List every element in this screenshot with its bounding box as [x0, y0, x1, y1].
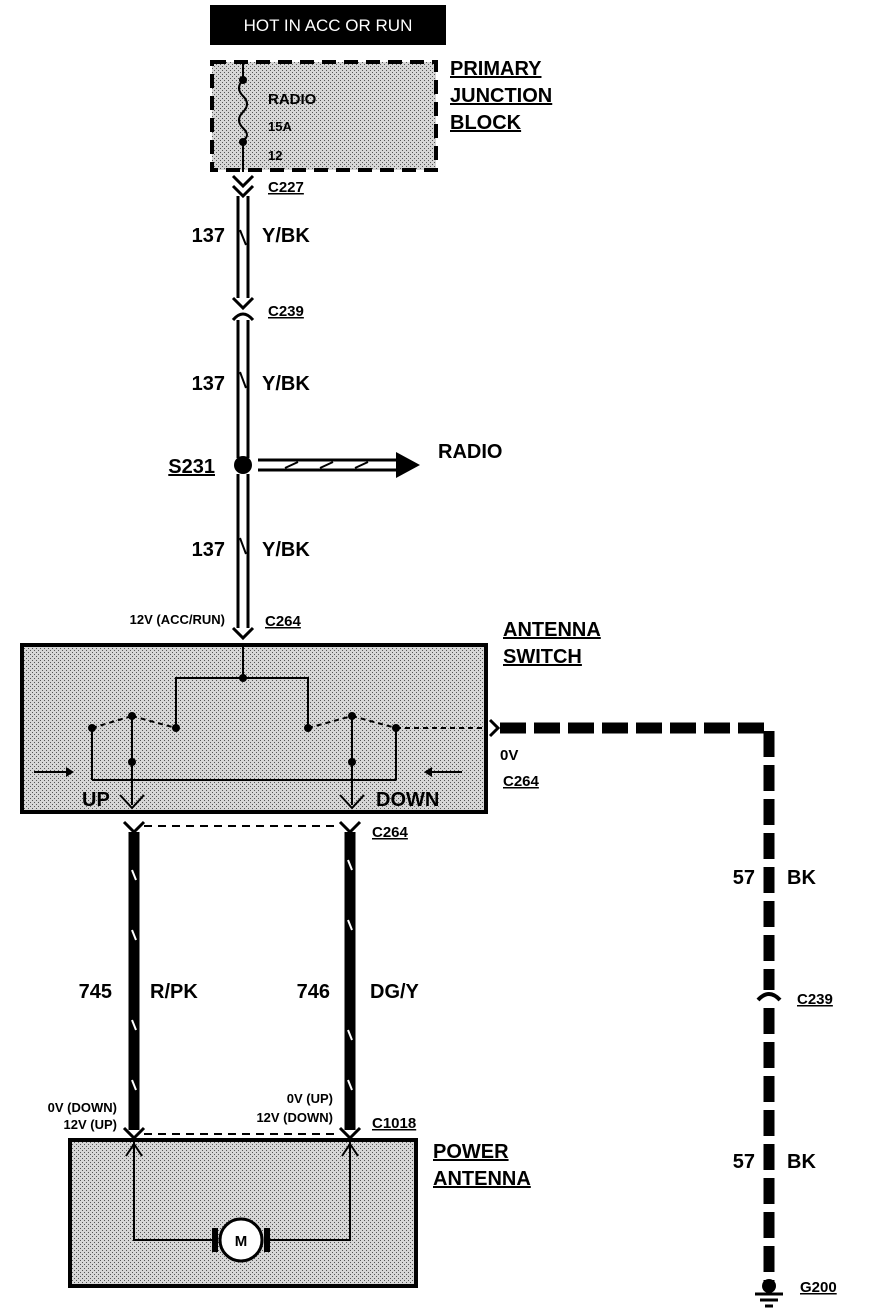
arrow-left-icon [424, 767, 432, 777]
wire-57-a-circuit: 57 [733, 867, 755, 889]
wire-746-circuit: 746 [297, 981, 330, 1003]
connector-c239-right-label: C239 [797, 991, 833, 1008]
power-condition-header: HOT IN ACC OR RUN [210, 5, 446, 45]
wire-746-color: DG/Y [370, 981, 420, 1003]
fuse-icon [238, 79, 248, 141]
power-antenna-title-2: ANTENNA [433, 1168, 531, 1190]
antenna-switch-title-1: ANTENNA [503, 619, 601, 641]
connector-c264-bottom [122, 820, 362, 835]
left-up-voltage: 12V (UP) [64, 1117, 117, 1132]
wire-137-c-circuit: 137 [192, 539, 225, 561]
wire-746 [344, 832, 356, 1130]
antenna-switch: UP DOWN [20, 643, 488, 814]
power-antenna: M [68, 1138, 418, 1288]
right-up-voltage: 0V (UP) [287, 1091, 333, 1106]
splice-destination: RADIO [438, 441, 502, 463]
junction-block-title-2: JUNCTION [450, 85, 552, 107]
wire-57-b-color: BK [787, 1151, 816, 1173]
connector-c239-top [231, 296, 255, 322]
right-down-voltage: 12V (DOWN) [256, 1110, 333, 1125]
wire-137-a-circuit: 137 [192, 225, 225, 247]
wire-57-a-color: BK [787, 867, 816, 889]
splice-id: S231 [168, 456, 215, 478]
wire-137-b-color: Y/BK [262, 373, 310, 395]
fuse-rating: 15A [268, 119, 292, 134]
switch-input-voltage: 12V (ACC/RUN) [130, 612, 225, 627]
switch-ground-voltage: 0V [500, 747, 518, 764]
connector-c264-top-label: C264 [265, 613, 302, 630]
primary-junction-block: RADIO 15A 12 [210, 60, 438, 172]
wire-57-b-circuit: 57 [733, 1151, 755, 1173]
ground-id: G200 [800, 1279, 837, 1296]
wire-137-c-color: Y/BK [262, 539, 310, 561]
wire-137-a-color: Y/BK [262, 225, 310, 247]
power-condition-label: HOT IN ACC OR RUN [244, 16, 413, 35]
left-down-voltage: 0V (DOWN) [48, 1100, 117, 1115]
switch-down-label: DOWN [376, 789, 439, 811]
wire-745-circuit: 745 [79, 981, 112, 1003]
junction-block-title-3: BLOCK [450, 112, 522, 134]
fuse-name: RADIO [268, 91, 317, 108]
connector-c264-right-label: C264 [503, 773, 540, 790]
wire-745-color: R/PK [150, 981, 198, 1003]
fuse-number: 12 [268, 148, 282, 163]
motor-icon [218, 1217, 264, 1263]
motor-label: M [235, 1233, 248, 1250]
arrow-right-icon [396, 452, 420, 478]
arrow-right-icon [66, 767, 74, 777]
connector-c264-top [231, 626, 255, 641]
wire-137-segment-3 [236, 474, 250, 628]
wire-137-b-circuit: 137 [192, 373, 225, 395]
connector-c227-label: C227 [268, 179, 304, 196]
wire-57-ground [488, 718, 782, 1282]
power-antenna-title-1: POWER [433, 1141, 509, 1163]
connector-c264-bottom-label: C264 [372, 824, 409, 841]
connector-c227 [231, 174, 255, 199]
wire-137-segment-1 [236, 196, 250, 298]
connector-c1018 [122, 1126, 362, 1141]
wire-745 [128, 832, 140, 1130]
splice-s231 [234, 452, 420, 478]
connector-c1018-label: C1018 [372, 1115, 416, 1132]
switch-up-label: UP [82, 789, 110, 811]
connector-c239-top-label: C239 [268, 303, 304, 320]
junction-block-title-1: PRIMARY [450, 58, 542, 80]
antenna-switch-title-2: SWITCH [503, 646, 582, 668]
ground-icon [755, 1279, 783, 1308]
wire-137-segment-2 [236, 320, 250, 458]
